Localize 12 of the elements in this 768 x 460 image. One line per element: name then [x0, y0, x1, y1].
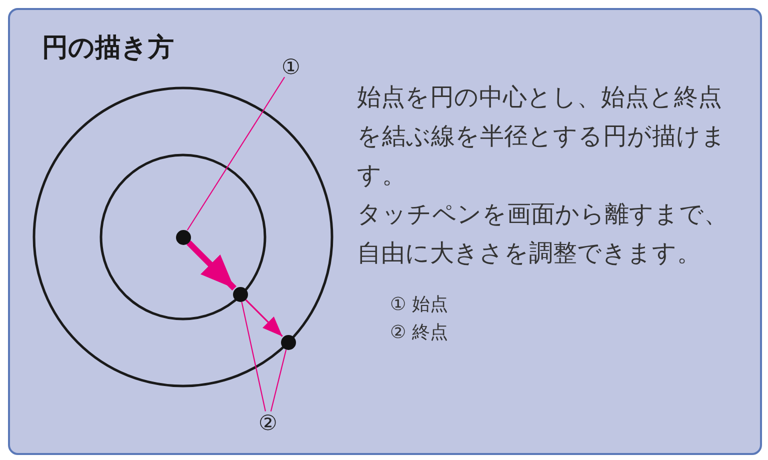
leader-line	[186, 76, 286, 231]
callout-number: ②	[258, 411, 278, 435]
arrow	[186, 240, 236, 290]
leader-line	[241, 302, 266, 412]
title: 円の描き方	[42, 32, 174, 65]
callout-number: ①	[282, 55, 300, 79]
paragraph: タッチペンを画面から離すまで、自由に大きさを調整できます。	[357, 199, 729, 269]
key-item: ② 終点	[390, 321, 448, 345]
leader-line	[270, 350, 287, 412]
key-item: ① 始点	[390, 293, 448, 317]
paragraph: 始点を円の中心とし、始点と終点を結ぶ線を半径とする円が描けます。	[357, 82, 727, 191]
arrow	[245, 299, 283, 337]
